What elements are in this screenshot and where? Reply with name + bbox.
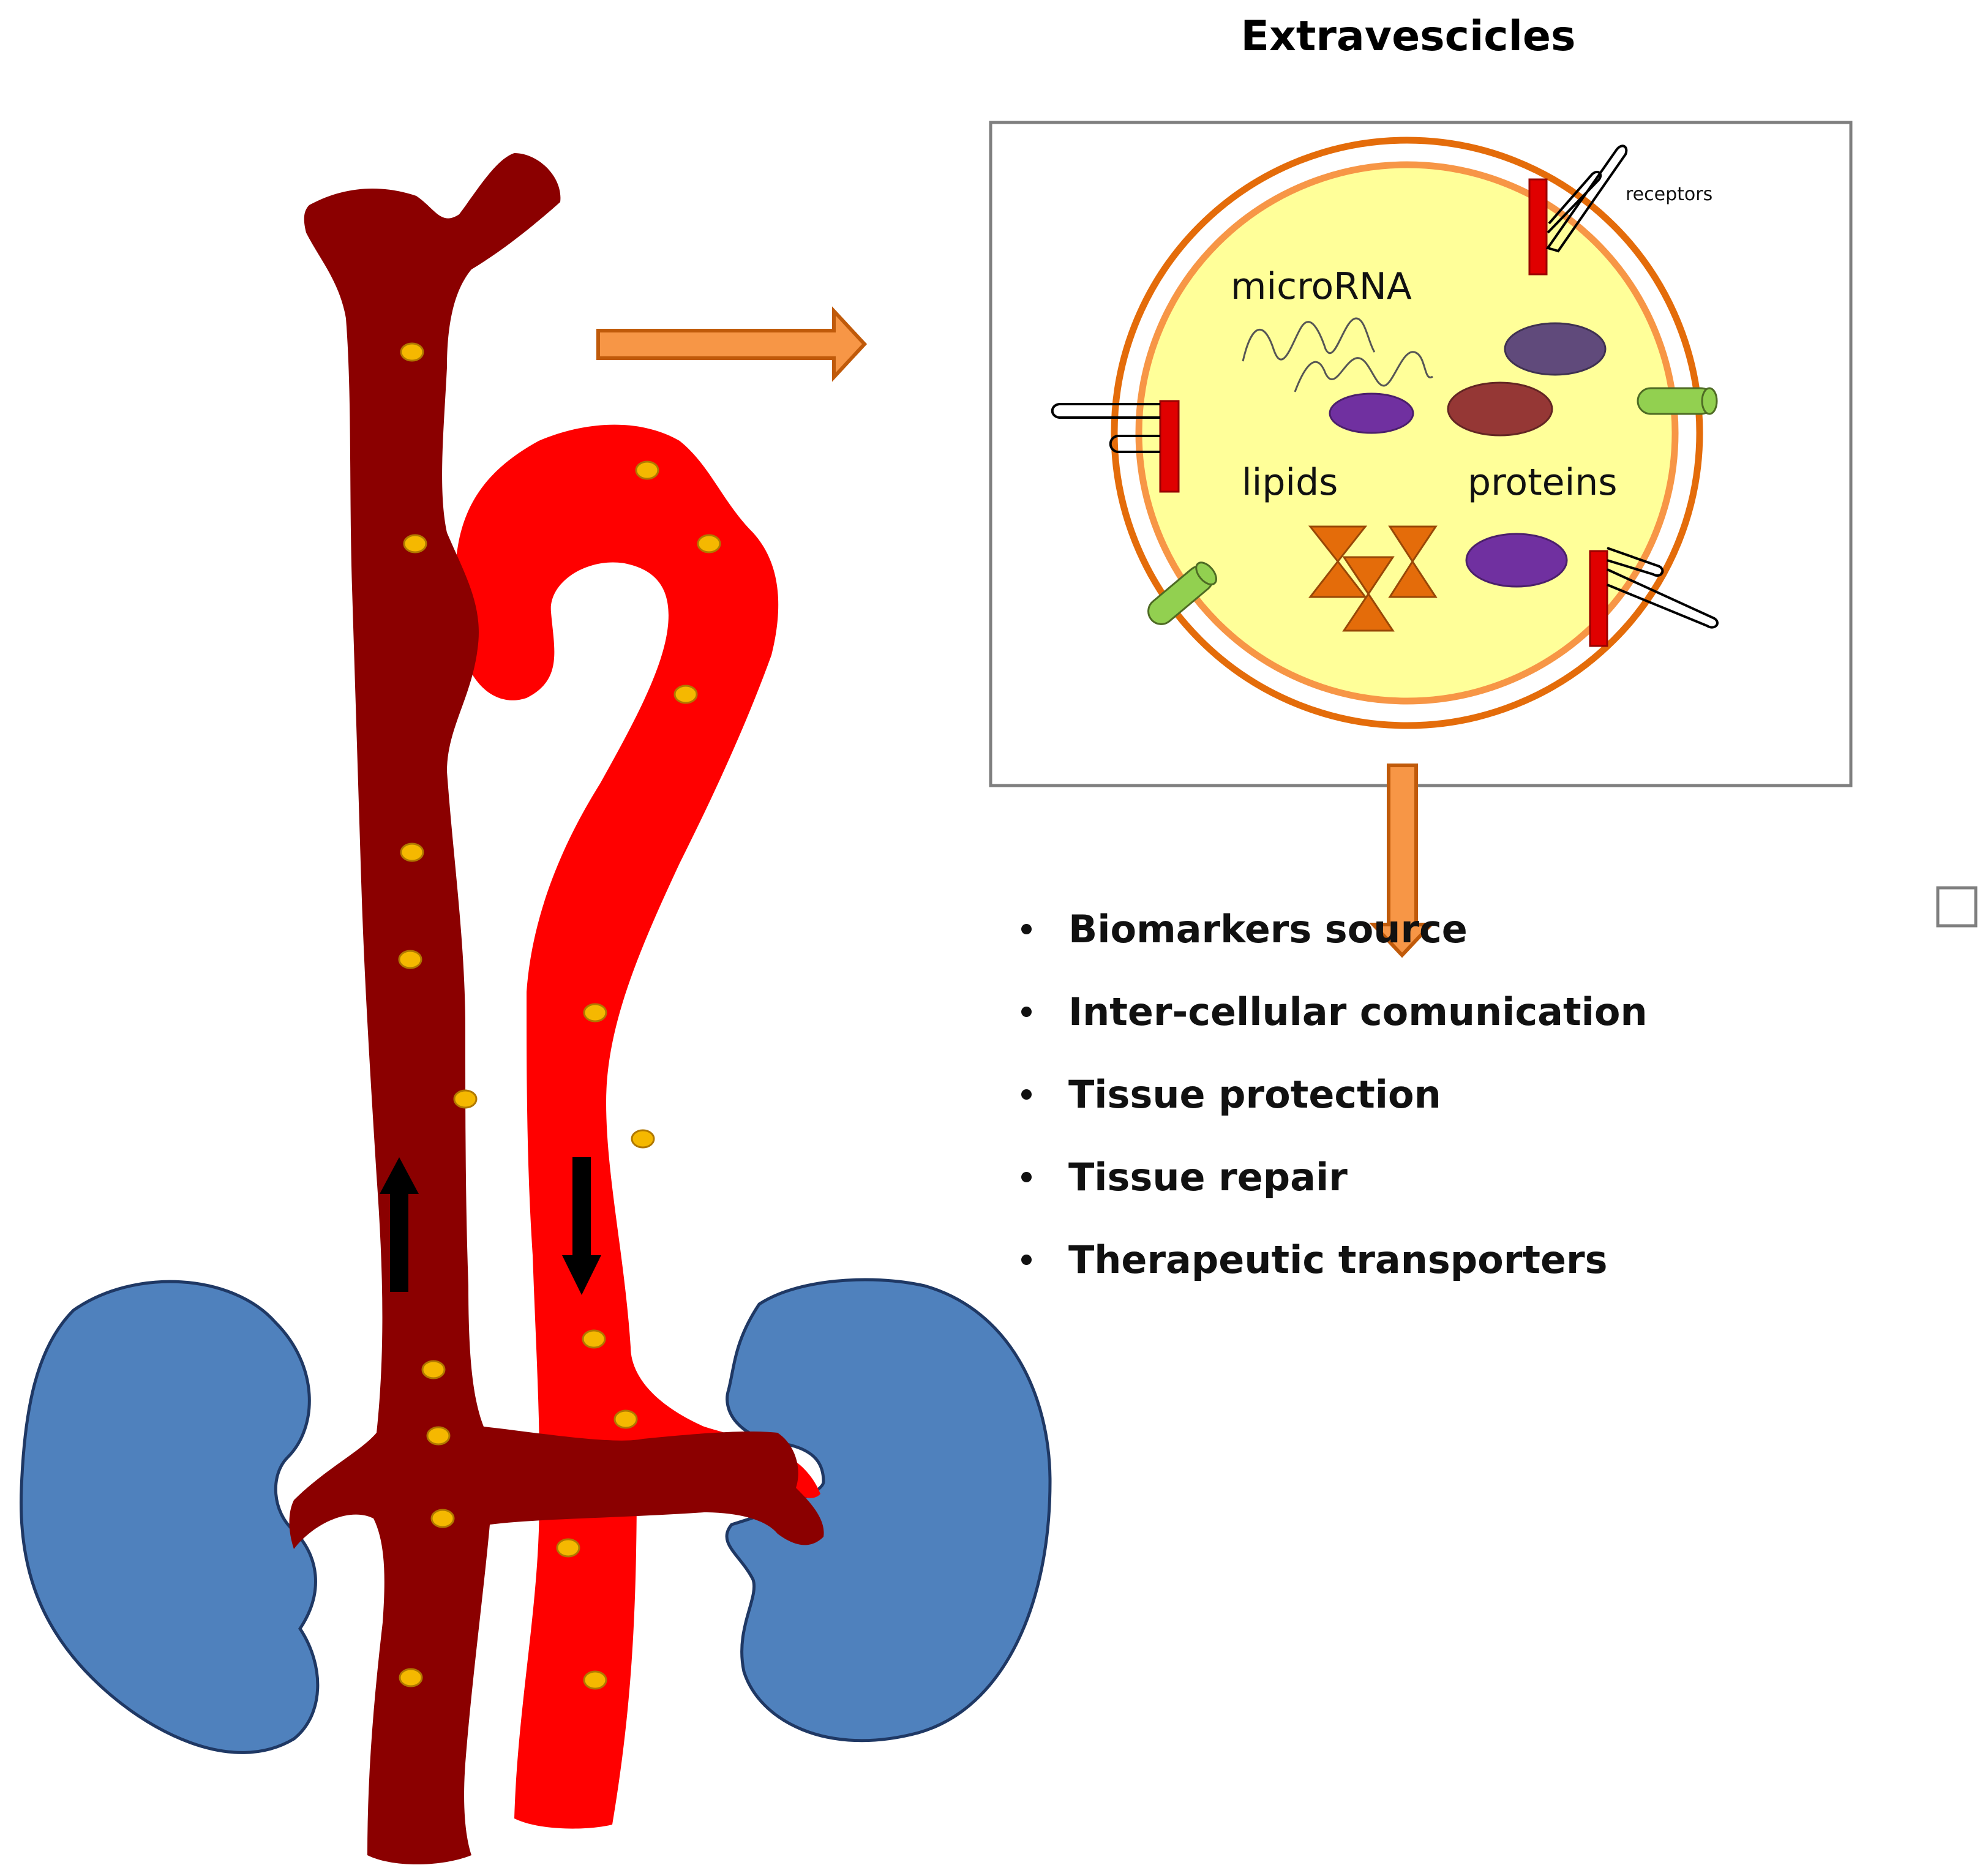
function-item: Tissue protection xyxy=(995,1053,1852,1136)
function-item: Inter-cellular comunication xyxy=(995,970,1852,1053)
vesicle-dot xyxy=(613,1409,638,1429)
label-microrna: microRNA xyxy=(1231,265,1412,308)
lipid-hourglass xyxy=(1342,556,1395,632)
function-item: Tissue repair xyxy=(995,1136,1852,1218)
artery-flow-arrow-down xyxy=(562,1157,601,1295)
microrna-strand xyxy=(1294,351,1433,392)
lipid-hourglass xyxy=(1388,525,1438,598)
functions-list: Biomarkers source Inter-cellular comunic… xyxy=(995,888,1852,1301)
protein-ellipse xyxy=(1465,533,1568,588)
label-receptors: receptors xyxy=(1626,184,1712,205)
vesicle-dot xyxy=(403,534,427,553)
protein-ellipse xyxy=(1504,322,1607,376)
vesicle-dot xyxy=(421,1360,446,1379)
vesicle-dot xyxy=(400,842,424,862)
receptor xyxy=(1528,144,1628,276)
vesicle-dot xyxy=(583,1003,607,1023)
vein xyxy=(289,153,824,1864)
vesicle-dot xyxy=(556,1538,580,1558)
vein-flow-arrow-up xyxy=(380,1157,419,1292)
diagram-title: Extravescicles xyxy=(1240,12,1576,61)
vesicle-dot xyxy=(399,1668,423,1687)
receptor xyxy=(1051,400,1180,493)
microrna-strand xyxy=(1242,317,1376,362)
arrow-to-vesicle xyxy=(596,306,868,382)
vesicle-dots xyxy=(398,342,721,1690)
lipid-shapes xyxy=(1308,525,1438,632)
vesicle-dot xyxy=(583,1670,607,1690)
left-kidney xyxy=(20,1280,320,1754)
vesicle-dot xyxy=(582,1329,606,1349)
vesicle-dot xyxy=(673,685,698,704)
lipid-hourglass xyxy=(1308,525,1368,598)
vesicle-dot xyxy=(400,342,424,362)
membrane-channel xyxy=(1147,561,1217,625)
protein-ellipse xyxy=(1447,381,1553,437)
empty-square xyxy=(1936,886,1978,928)
membrane-channel xyxy=(1637,387,1718,415)
vesicle-dot xyxy=(430,1509,455,1528)
protein-ellipse xyxy=(1329,392,1414,434)
vesicle-dot xyxy=(453,1089,478,1109)
function-item: Biomarkers source xyxy=(995,888,1852,970)
vesicle-dot xyxy=(631,1129,655,1149)
function-item: Therapeutic transporters xyxy=(995,1218,1852,1301)
vesicle-dot xyxy=(635,460,659,480)
label-proteins: proteins xyxy=(1468,461,1618,504)
label-lipids: lipids xyxy=(1242,461,1338,504)
receptor xyxy=(1589,547,1719,647)
vesicle-dot xyxy=(398,950,422,969)
vesicle-dot xyxy=(426,1426,451,1446)
vesicle-dot xyxy=(697,534,721,553)
arrow-to-functions xyxy=(1369,764,1435,958)
